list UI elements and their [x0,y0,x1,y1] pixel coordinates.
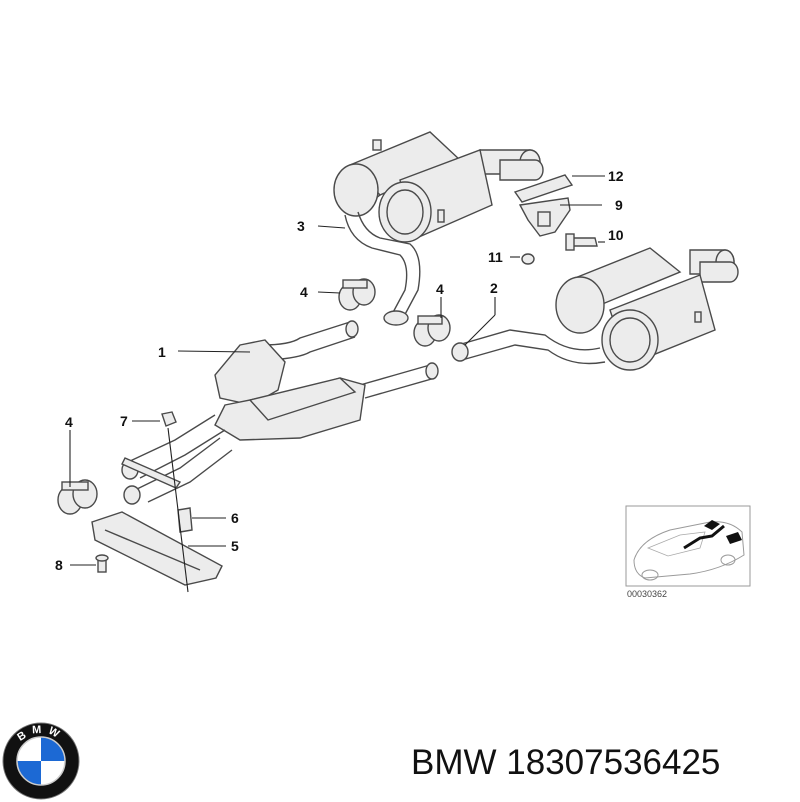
bolt-10 [565,233,598,251]
callout-1: 1 [158,344,166,360]
front-pipe-catalytic-converter [121,320,439,505]
callout-7: 7 [120,413,128,429]
callout-9: 9 [615,197,623,213]
rear-muffler-right [451,247,739,371]
bolt-8 [95,554,109,573]
bracket-12 [513,174,574,203]
clamp-middle [338,278,376,311]
rubber-mount-9 [518,197,571,237]
support-plate-5 [91,511,223,586]
callout-labels: 1 2 3 4 4 4 5 6 7 8 9 10 11 12 [55,168,624,573]
vehicle-location-thumbnail: 00030362 [625,505,751,599]
clamp-right [413,314,451,347]
callout-2: 2 [490,280,498,296]
diagram-reference-code: 00030362 [627,589,667,599]
brand-name: BMW [411,743,497,782]
nut-11 [521,253,535,265]
callout-5: 5 [231,538,239,554]
bmw-logo: BMW [2,722,80,800]
leader-lines [69,175,605,593]
callout-6: 6 [231,510,239,526]
clamp-left-front [57,479,98,515]
callout-4-middle: 4 [300,284,308,300]
part-caption: BMW 18307536425 [411,738,791,788]
callout-3: 3 [297,218,305,234]
callout-8: 8 [55,557,63,573]
part-number: 18307536425 [506,743,721,782]
rear-muffler-left [333,131,544,326]
callout-4-left: 4 [65,414,73,430]
callout-4-right: 4 [436,281,444,297]
callout-11: 11 [488,249,503,265]
callout-10: 10 [608,227,624,243]
callout-12: 12 [608,168,624,184]
nut-7 [161,411,177,427]
